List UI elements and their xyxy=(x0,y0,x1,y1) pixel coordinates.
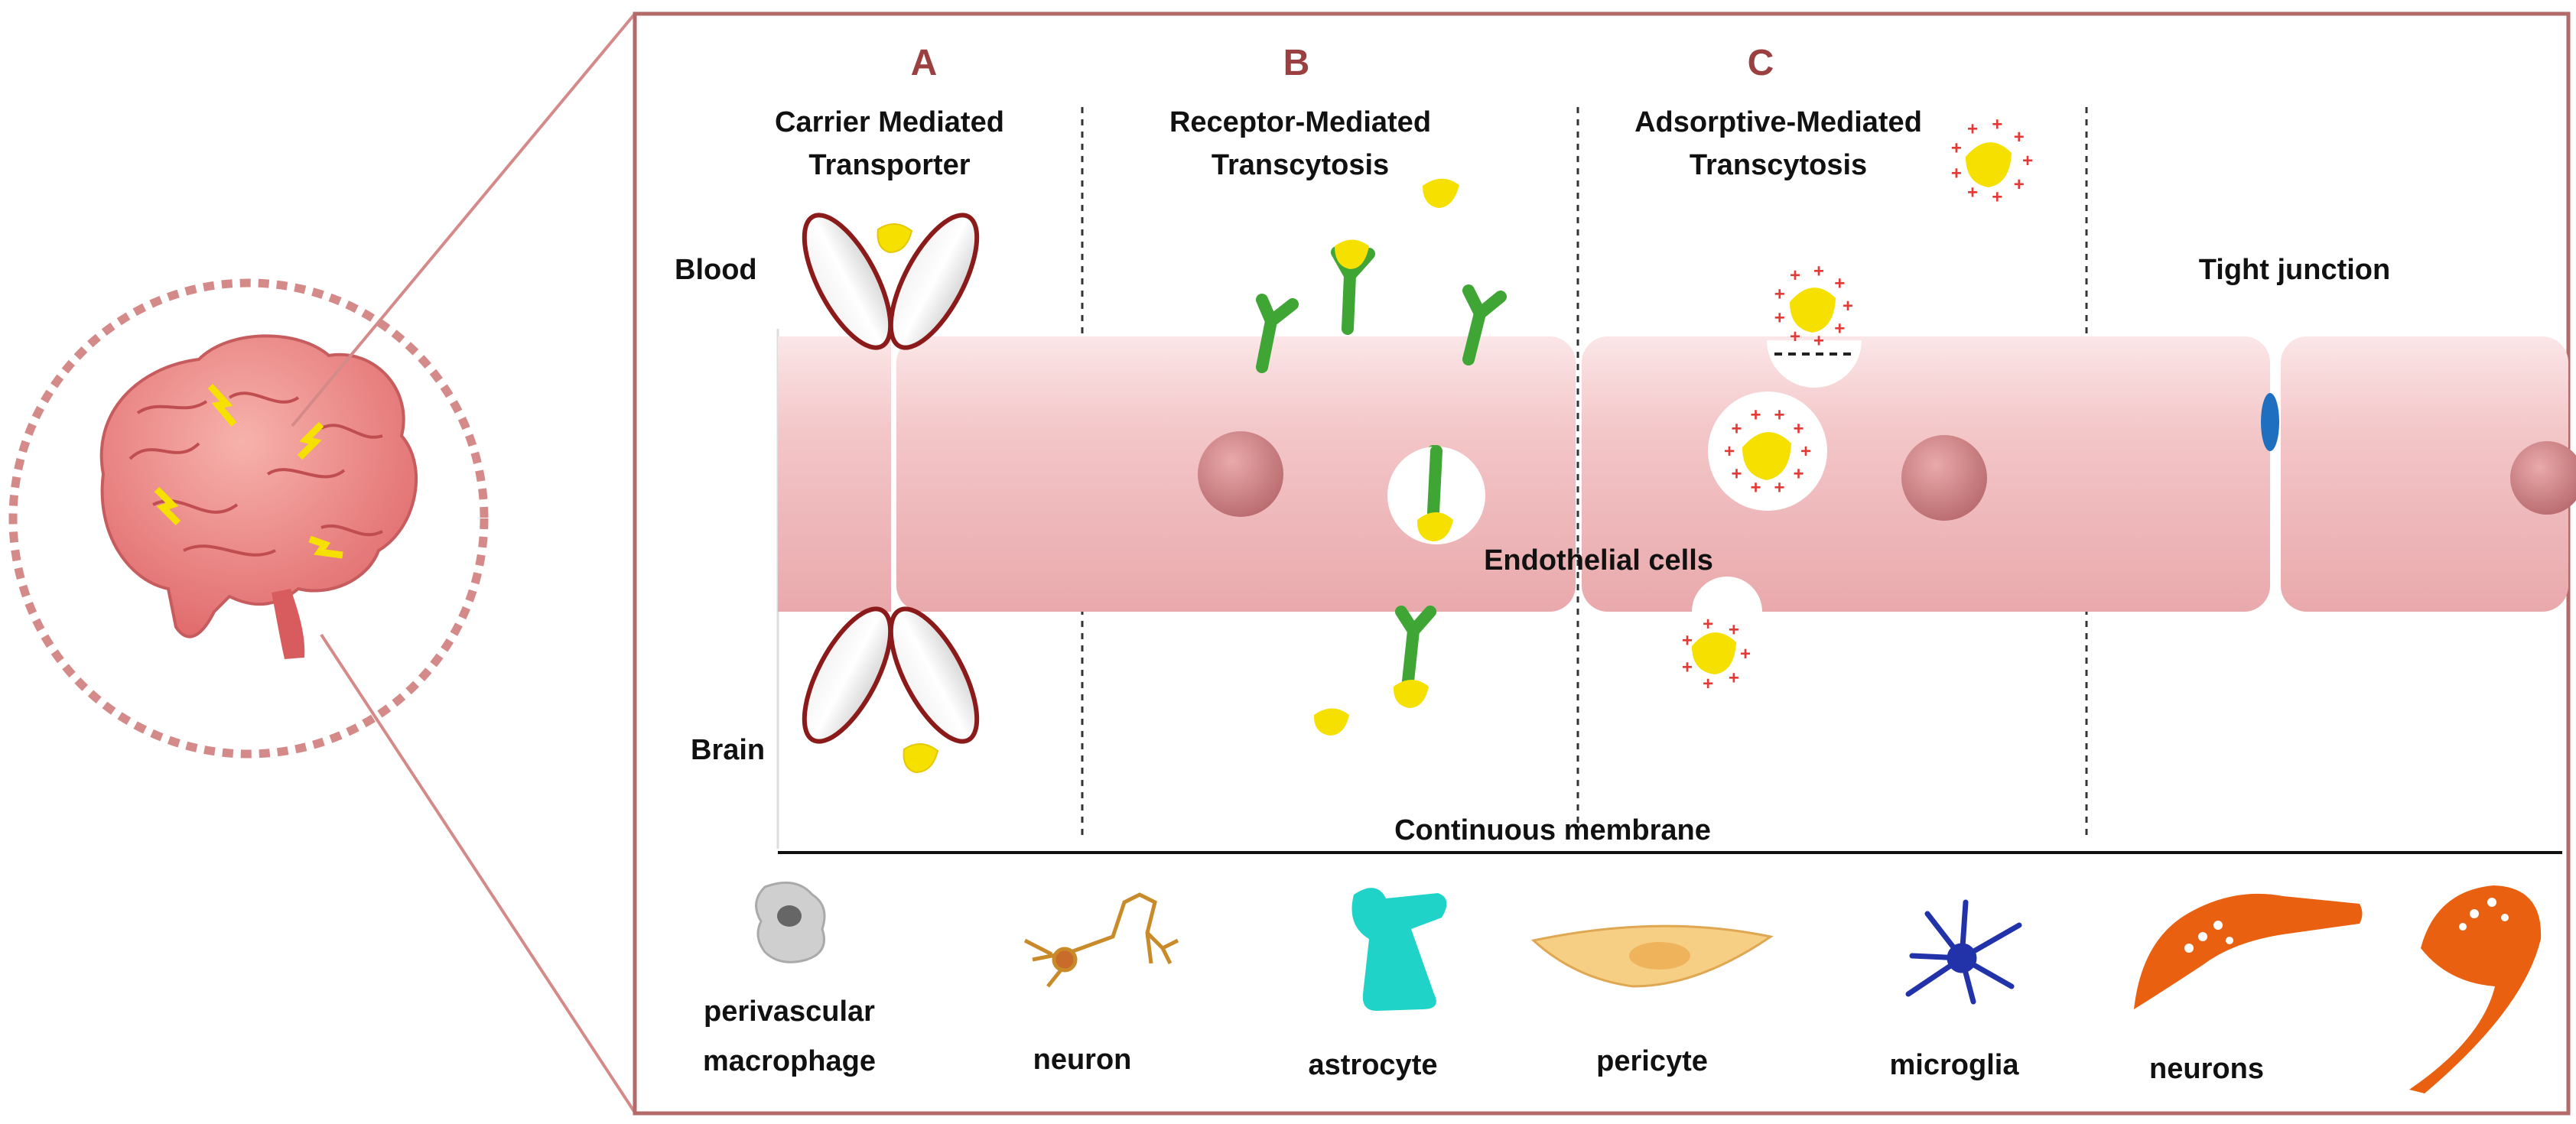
endothelial-cell xyxy=(2281,336,2568,612)
nucleus xyxy=(2510,441,2576,515)
continuous-membrane-label: Continuous membrane xyxy=(1394,814,1711,846)
ligand-molecule xyxy=(903,743,939,774)
positive-charge: + xyxy=(1967,183,1978,203)
cell-label-pericyte: pericyte xyxy=(1596,1045,1708,1077)
tight-junction-label: Tight junction xyxy=(2199,254,2390,286)
macrophage-icon xyxy=(755,881,826,963)
section-letter: C xyxy=(1748,43,1774,83)
section-title: Transcytosis xyxy=(1690,149,1867,181)
positive-charge: + xyxy=(1682,631,1693,651)
positive-charge: + xyxy=(1729,668,1739,688)
section-title: Receptor-Mediated xyxy=(1169,106,1431,138)
zoom-line-bottom xyxy=(320,633,636,1114)
endothelial-cells-label: Endothelial cells xyxy=(1484,544,1713,577)
positive-charge: + xyxy=(1951,163,1962,184)
ligand-molecule xyxy=(1335,239,1369,269)
positive-charge: + xyxy=(1951,138,1962,159)
section-title: Adsorptive-Mediated xyxy=(1634,106,1922,138)
nucleus xyxy=(1901,435,1987,521)
section-b: B Receptor-Mediated Transcytosis xyxy=(1169,43,1431,181)
endothelial-cell xyxy=(778,336,891,612)
ligand-molecule xyxy=(1416,512,1453,541)
cell-label-astrocyte: astrocyte xyxy=(1309,1049,1438,1081)
section-letter: A xyxy=(911,43,938,83)
carrier-transporter-bottom xyxy=(802,606,980,744)
positive-charge: + xyxy=(1790,265,1800,286)
zoom-circle xyxy=(8,278,489,759)
positive-charge: + xyxy=(1774,478,1784,499)
positive-charge: + xyxy=(1774,284,1785,304)
positive-charge: + xyxy=(1750,478,1761,499)
positive-charge: + xyxy=(1834,319,1845,339)
section-c: C Adsorptive-Mediated Transcytosis xyxy=(1634,43,1922,181)
positive-charge: + xyxy=(1731,419,1742,440)
cationic-ligand xyxy=(1767,287,1862,388)
positive-charge: + xyxy=(1740,644,1751,664)
cationic-ligand xyxy=(1692,577,1762,674)
nucleus xyxy=(1198,431,1283,517)
microglia-icon xyxy=(1905,899,2022,1005)
positive-charge: + xyxy=(1729,620,1739,641)
positive-charge: + xyxy=(1703,674,1713,694)
positive-charge: + xyxy=(1774,308,1785,329)
ligand-molecule xyxy=(877,223,913,254)
positive-charge: + xyxy=(1813,262,1824,282)
section-letter: B xyxy=(1283,43,1310,83)
cell-label-neurons: neurons xyxy=(2149,1053,2264,1085)
positive-charge: + xyxy=(1992,187,2002,207)
positive-charge: + xyxy=(1790,326,1800,347)
positive-charge: + xyxy=(1703,614,1713,635)
cell-label-microglia: microglia xyxy=(1890,1049,2020,1081)
cationic-ligand xyxy=(1708,391,1827,511)
positive-charge: + xyxy=(1813,330,1824,351)
positive-charge: + xyxy=(2014,127,2025,148)
carrier-transporter-top xyxy=(802,213,980,350)
positive-charge: + xyxy=(1992,115,2002,135)
positive-charges: +++++++++++++++++++++++++++++++++++ xyxy=(1682,115,2033,694)
ligand-molecule xyxy=(1393,680,1429,708)
brain-label: Brain xyxy=(691,734,765,766)
section-title: Transporter xyxy=(808,149,970,181)
section-title: Transcytosis xyxy=(1212,149,1389,181)
cell-label-macrophage: perivascular xyxy=(704,996,875,1028)
zoom-line-top xyxy=(291,12,636,427)
section-a: A Carrier Mediated Transporter xyxy=(775,43,1004,181)
ligand-molecule xyxy=(1423,178,1459,208)
cell-label-macrophage: macrophage xyxy=(703,1045,876,1077)
tight-junction-protein xyxy=(2261,393,2279,451)
cationic-ligand xyxy=(1942,112,2040,210)
blood-label: Blood xyxy=(675,254,757,286)
positive-charge: + xyxy=(1724,441,1735,462)
positive-charge: + xyxy=(1750,404,1761,425)
brain-icon xyxy=(99,334,418,659)
neuron-icon xyxy=(1023,892,1179,988)
positive-charge: + xyxy=(1967,119,1978,139)
neurons-icon xyxy=(2134,885,2542,1093)
positive-charge: + xyxy=(1843,296,1853,317)
positive-charge: + xyxy=(1682,657,1693,677)
cell-label-neuron: neuron xyxy=(1033,1044,1132,1076)
positive-charge: + xyxy=(2022,151,2033,171)
section-title: Carrier Mediated xyxy=(775,106,1004,138)
brain-inset xyxy=(8,12,636,1114)
positive-charge: + xyxy=(1834,273,1845,294)
positive-charge: + xyxy=(2014,174,2025,195)
positive-charge: + xyxy=(1800,441,1811,462)
astrocyte-icon xyxy=(1351,888,1447,1011)
positive-charge: + xyxy=(1774,404,1784,425)
positive-charge: + xyxy=(1793,463,1804,484)
positive-charge: + xyxy=(1793,419,1804,440)
positive-charge: + xyxy=(1731,463,1742,484)
ligand-molecule xyxy=(1313,708,1349,736)
receptor-in-vesicle xyxy=(1427,445,1442,518)
pericyte-icon xyxy=(1530,924,1774,988)
